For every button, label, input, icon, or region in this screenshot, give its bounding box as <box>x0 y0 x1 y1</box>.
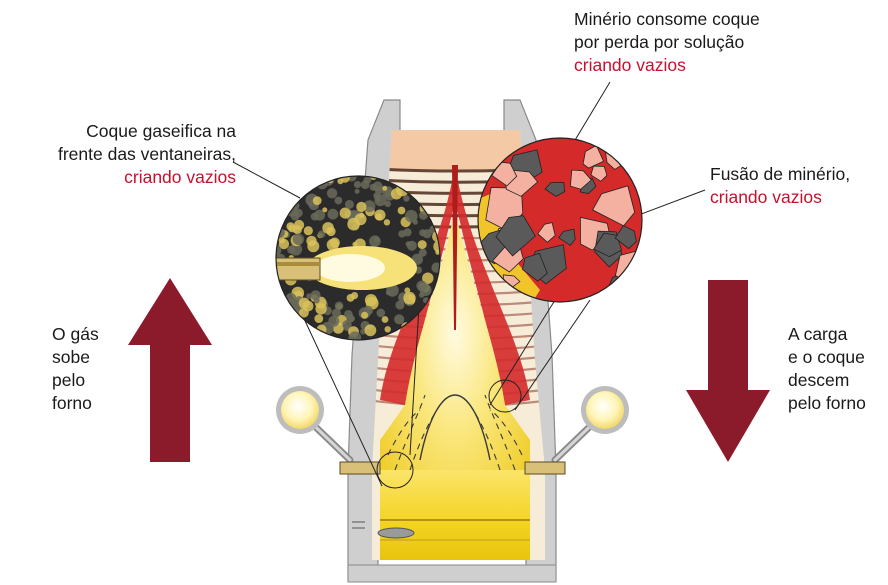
label-coke-gasifies: Coque gaseifica na frente das ventaneira… <box>14 120 236 189</box>
label-ore-melting: Fusão de minério, criando vazios <box>710 163 850 209</box>
down-arrow-icon <box>686 280 770 462</box>
up-arrow-icon <box>128 278 212 462</box>
label-burden-descends: A carga e o coque descem pelo forno <box>788 323 866 415</box>
label-gas-rises: O gás sobe pelo forno <box>52 323 99 415</box>
label-ore-consumes-coke: Minério consome coque por perda por solu… <box>574 8 760 77</box>
